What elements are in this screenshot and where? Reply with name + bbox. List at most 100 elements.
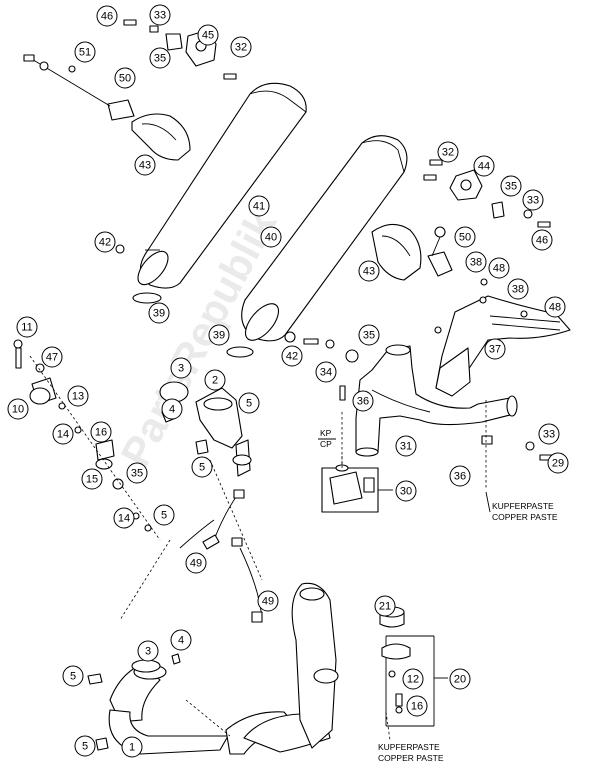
callout-circle [538, 423, 560, 445]
callout-33: 33 [149, 4, 171, 26]
callout-48: 48 [544, 296, 566, 318]
callout-39: 39 [148, 302, 170, 324]
callout-number: 29 [552, 458, 564, 470]
callout-circle [41, 346, 63, 368]
callout-circle [488, 257, 510, 279]
top-clamp-parts [123, 19, 237, 80]
callout-16: 16 [90, 421, 112, 443]
callout-circle [7, 398, 29, 420]
callout-circle [522, 189, 544, 211]
callout-2: 2 [204, 369, 226, 391]
callout-number: 38 [512, 284, 524, 296]
callout-number: 5 [199, 462, 205, 474]
callout-50: 50 [114, 67, 136, 89]
left-muffler [137, 82, 307, 289]
callout-number: 31 [400, 441, 412, 453]
callout-number: 45 [202, 30, 214, 42]
callout-circle [16, 316, 38, 338]
spacer-42-lower [284, 331, 296, 343]
y-pipe-bolts [303, 338, 555, 461]
callout-circle [406, 695, 428, 717]
callout-circle [531, 229, 553, 251]
callout-circle [121, 736, 143, 758]
callout-number: 4 [169, 404, 175, 416]
callout-number: 42 [286, 351, 298, 363]
callout-number: 2 [212, 375, 218, 387]
callout-5: 5 [62, 665, 84, 687]
callout-number: 46 [536, 235, 548, 247]
callout-circle [114, 67, 136, 89]
exhaust-headers [108, 439, 339, 755]
callout-circle [465, 251, 487, 273]
svg-text:COPPER PASTE: COPPER PASTE [378, 753, 444, 763]
callout-circle [126, 462, 148, 484]
callout-number: 42 [99, 237, 111, 249]
callout-number: 36 [357, 396, 369, 408]
callout-circle [81, 468, 103, 490]
callout-36: 36 [352, 390, 374, 412]
callout-47: 47 [41, 346, 63, 368]
callout-number: 37 [489, 344, 501, 356]
callout-1: 1 [121, 736, 143, 758]
callout-49: 49 [185, 552, 207, 574]
callout-number: 3 [178, 363, 184, 375]
callout-circle [358, 324, 380, 346]
kp-cp-note: KP CP [318, 428, 336, 449]
callout-20: 20 [449, 668, 471, 690]
callout-circle [137, 640, 159, 662]
callout-number: 5 [70, 671, 76, 683]
callout-46: 46 [531, 229, 553, 251]
callout-circle [96, 5, 118, 27]
callout-16: 16 [406, 695, 428, 717]
callout-circle [204, 369, 226, 391]
callout-number: 51 [79, 47, 91, 59]
callout-number: 11 [21, 322, 32, 334]
callout-number: 16 [95, 427, 107, 439]
right-bracket [371, 223, 453, 281]
callout-circle [484, 338, 506, 360]
callout-number: 49 [262, 596, 274, 608]
callout-32: 32 [437, 141, 459, 163]
callout-5: 5 [74, 735, 96, 757]
y-pipe [355, 344, 518, 457]
callout-11: 11 [16, 316, 38, 338]
svg-text:COPPER PASTE: COPPER PASTE [492, 512, 558, 522]
callout-circle [437, 141, 459, 163]
callout-circle [395, 435, 417, 457]
callout-number: 5 [82, 741, 88, 753]
callout-number: 48 [493, 263, 505, 275]
callout-number: 4 [178, 635, 184, 647]
callout-number: 12 [407, 674, 419, 686]
callout-number: 32 [442, 147, 454, 159]
assembly-guide-lines [119, 400, 487, 741]
callout-circle [208, 324, 230, 346]
callout-circle [170, 357, 192, 379]
callout-36: 36 [449, 465, 471, 487]
copper-paste-note-1: KUPFERPASTE COPPER PASTE [485, 491, 558, 522]
callout-number: 35 [363, 330, 375, 342]
callout-number: 30 [400, 486, 412, 498]
callout-number: 43 [139, 160, 151, 172]
svg-text:KP: KP [320, 428, 332, 438]
callout-33: 33 [522, 189, 544, 211]
callout-circle [94, 231, 116, 253]
callout-circle [185, 552, 207, 574]
callout-14: 14 [52, 423, 74, 445]
right-muffler [241, 135, 408, 342]
callout-32: 32 [230, 36, 252, 58]
callout-10: 10 [7, 398, 29, 420]
callout-circle [230, 36, 252, 58]
sleeve-kit-box [321, 464, 379, 513]
callout-circle [248, 195, 270, 217]
callout-circle [90, 421, 112, 443]
callout-34: 34 [315, 361, 337, 383]
callout-3: 3 [137, 640, 159, 662]
callout-circle [500, 175, 522, 197]
right-clamp-parts [423, 159, 551, 228]
callout-number: 47 [46, 352, 58, 364]
callout-circle [74, 735, 96, 757]
callout-number: 14 [57, 429, 69, 441]
callout-number: 48 [549, 302, 561, 314]
callout-circle [281, 345, 303, 367]
callout-42: 42 [94, 231, 116, 253]
